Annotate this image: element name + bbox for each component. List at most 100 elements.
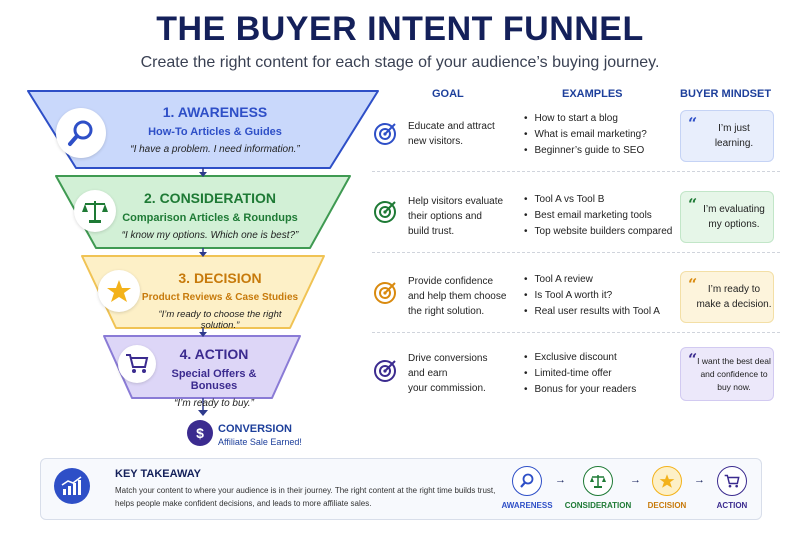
goal-line: their options and (408, 211, 482, 222)
goal-line: Provide confidence (408, 276, 494, 287)
quote-mark-icon: “ (688, 195, 698, 214)
goal-decision: Provide confidence and help them choose … (408, 274, 506, 319)
goal-line: new visitors. (408, 136, 464, 147)
quote-mark-icon: “ (688, 350, 698, 369)
list-item: Beginner’s guide to SEO (524, 143, 647, 159)
goal-awareness: Educate and attract new visitors. (408, 119, 495, 149)
list-item: Top website builders compared (524, 224, 673, 240)
scales-icon (74, 190, 116, 232)
mindset-line: learning. (714, 138, 754, 149)
goal-line: Educate and attract (408, 121, 495, 132)
list-item: Limited-time offer (524, 366, 636, 382)
stage-name: 3. DECISION (178, 270, 262, 286)
mindset-card-action: “ I want the best deal and confidence to b… (680, 347, 774, 401)
arrow-icon: → (694, 474, 705, 486)
row-divider (372, 252, 780, 253)
mindset-line: my options. (708, 219, 760, 230)
quote-mark-icon: “ (688, 275, 698, 294)
flow-step-label: DECISION (647, 501, 687, 510)
mindset-card-decision: “ I’m ready to make a decision. (680, 271, 774, 323)
mindset-line: make a decision. (696, 299, 772, 310)
flow-step-awareness: AWARENESS (500, 466, 554, 510)
mindset-line: I’m ready to (707, 284, 761, 295)
takeaway-title: KEY TAKEAWAY (115, 468, 201, 480)
target-icon (374, 201, 396, 223)
examples-action: Exclusive discount Limited-time offer Bo… (524, 350, 637, 398)
examples-consideration: Tool A vs Tool B Best email marketing to… (524, 192, 673, 240)
flow-step-decision: DECISION (642, 466, 692, 510)
column-goal: GOAL (432, 88, 464, 100)
stage-quote: “I’m ready to choose the right solution.… (158, 309, 282, 331)
column-mindset: BUYER MINDSET (680, 88, 772, 100)
conversion-title: CONVERSION (218, 423, 292, 435)
stage-consideration: 2. CONSIDERATION Comparison Articles & R… (120, 190, 300, 241)
list-item: How to start a blog (524, 111, 647, 127)
goal-consideration: Help visitors evaluate their options and… (408, 194, 503, 239)
goal-line: and help them choose (408, 291, 507, 302)
examples-awareness: How to start a blog What is email market… (524, 111, 647, 159)
stage-name: 1. AWARENESS (162, 104, 268, 120)
quote-mark-icon: “ (688, 114, 698, 133)
goal-line: the right solution. (408, 306, 485, 317)
page-title: THE BUYER INTENT FUNNEL (156, 10, 644, 48)
stage-decision: 3. DECISION Product Reviews & Case Studi… (140, 270, 300, 331)
column-examples: EXAMPLES (562, 88, 623, 100)
arrow-icon: → (630, 474, 641, 486)
mindset-line: I’m just (718, 123, 750, 134)
cart-icon (118, 345, 156, 383)
list-item: Real user results with Tool A (524, 304, 660, 320)
goal-line: Drive conversions (408, 353, 488, 364)
svg-text:$: $ (196, 425, 204, 441)
goal-line: Help visitors evaluate (408, 196, 504, 207)
goal-line: your commission. (408, 383, 486, 394)
target-icon (374, 360, 396, 382)
conversion-subtitle: Affiliate Sale Earned! (218, 437, 302, 447)
stage-subtitle: Comparison Articles & Roundups (122, 212, 298, 224)
list-item: Bonus for your readers (524, 382, 637, 398)
page-subtitle: Create the right content for each stage … (140, 54, 660, 71)
star-icon (98, 270, 140, 312)
examples-decision: Tool A review Is Tool A worth it? Real u… (524, 272, 660, 320)
scales-icon (583, 466, 613, 496)
dollar-icon-circle (187, 420, 213, 446)
search-icon (56, 108, 106, 158)
stage-subtitle: Product Reviews & Case Studies (141, 292, 299, 303)
list-item: Best email marketing tools (524, 208, 672, 224)
search-icon (512, 466, 542, 496)
stage-quote: “I have a problem. I need information.” (130, 144, 300, 155)
stage-action: 4. ACTION Special Offers & Bonuses “I’m … (156, 346, 272, 409)
row-divider (372, 332, 780, 333)
flow-step-consideration: CONSIDERATION (564, 466, 632, 510)
stage-subtitle: Special Offers & Bonuses (171, 368, 257, 392)
list-item: Exclusive discount (524, 350, 636, 366)
cart-icon (717, 466, 747, 496)
row-divider (372, 171, 780, 172)
arrow-icon: → (555, 474, 566, 486)
target-icon (374, 282, 396, 304)
list-item: Tool A vs Tool B (524, 192, 672, 208)
stage-quote: “I’m ready to buy.” (174, 398, 254, 409)
mindset-line: and confidence to (700, 368, 768, 379)
goal-action: Drive conversions and earn your commissi… (408, 351, 487, 396)
mindset-line: I want the best deal (697, 355, 771, 366)
stage-quote: “I know my options. Which one is best?” (121, 230, 299, 241)
goal-line: build trust. (408, 226, 455, 237)
list-item: Tool A review (524, 272, 660, 288)
stage-name: 4. ACTION (179, 346, 249, 362)
flow-step-label: ACTION (716, 501, 748, 510)
list-item: Is Tool A worth it? (524, 288, 660, 304)
flow-step-action: ACTION (708, 466, 756, 510)
mindset-card-consideration: “ I’m evaluating my options. (680, 191, 774, 243)
flow-step-label: AWARENESS (501, 501, 553, 510)
mindset-line: I’m evaluating (703, 204, 765, 215)
star-icon (652, 466, 682, 496)
mindset-card-awareness: “ I’m just learning. (680, 110, 774, 162)
mindset-line: buy now. (717, 381, 751, 392)
key-takeaway-panel (40, 458, 762, 520)
list-item: What is email marketing? (524, 127, 647, 143)
flow-step-label: CONSIDERATION (564, 501, 632, 510)
stage-name: 2. CONSIDERATION (144, 190, 276, 206)
growth-chart-icon (54, 468, 90, 504)
stage-subtitle: How-To Articles & Guides (148, 126, 282, 138)
